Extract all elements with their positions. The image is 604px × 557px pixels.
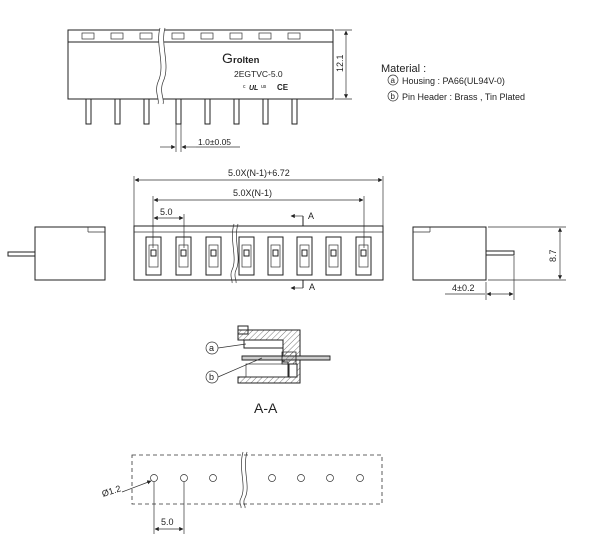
- pcb-break-left: [239, 451, 244, 509]
- pin-span-label: 5.0X(N-1): [233, 188, 272, 198]
- model-number: 2EGTVC-5.0: [234, 69, 283, 79]
- height-dimension-label: 12.1: [335, 54, 345, 72]
- section-marker-top: A: [308, 211, 314, 221]
- top-view: G rolten 2EGTVC-5.0 UL c us CE 12.1 1.0±…: [67, 27, 352, 152]
- material-housing: Housing : PA66(UL94V-0): [402, 76, 505, 86]
- top-rib-notches: [81, 32, 301, 40]
- material-pin-header: Pin Header : Brass , Tin Plated: [402, 92, 525, 102]
- pcb-break-right: [243, 451, 248, 509]
- housing-body-front: [67, 41, 334, 100]
- section-top-lip: [237, 325, 249, 335]
- section-pin-pocket: [288, 363, 298, 378]
- left-side-pin: [7, 251, 36, 257]
- break-line-left: [156, 27, 162, 105]
- svg-text:b: b: [391, 92, 396, 101]
- right-side-view: 8.7 4±0.2: [412, 226, 566, 300]
- right-side-pin: [485, 250, 515, 256]
- top-rib-strip: [67, 29, 334, 43]
- pcb-footprint-outline: [131, 454, 383, 505]
- section-marker-bottom: A: [309, 282, 315, 292]
- svg-text:a: a: [391, 76, 396, 85]
- section-pin-collar: [281, 351, 297, 365]
- pin-offset-label: 1.0±0.05: [198, 137, 231, 147]
- middle-view: 5.0X(N-1)+6.72 5.0X(N-1) 5.0 A: [133, 168, 384, 292]
- callout-b-icon: [387, 90, 399, 102]
- brand-initial: G: [222, 50, 233, 66]
- middle-break-left: [230, 223, 235, 284]
- pcb-hole-layout: Ø1.2 5.0: [101, 451, 383, 534]
- pitch-label: 5.0: [160, 207, 173, 217]
- callout-a-icon: [387, 74, 399, 86]
- side-height-label: 8.7: [548, 249, 558, 262]
- left-side-housing: [34, 226, 106, 281]
- svg-text:b: b: [209, 372, 214, 382]
- section-a-a-view: a b A-A: [205, 325, 331, 416]
- hole-diameter-label: Ø1.2: [101, 483, 123, 499]
- top-view-pins: [85, 98, 298, 125]
- section-cavity-bottom: [245, 363, 289, 378]
- total-length-label: 5.0X(N-1)+6.72: [228, 168, 290, 178]
- svg-text:c: c: [243, 84, 246, 90]
- pcb-holes: [150, 474, 364, 482]
- middle-break-right: [234, 223, 239, 284]
- svg-text:UL: UL: [249, 85, 258, 92]
- material-note: Material : a Housing : PA66(UL94V-0) b P…: [381, 63, 525, 102]
- section-cavity-top: [243, 339, 284, 349]
- left-side-view: [7, 226, 106, 281]
- svg-text:a: a: [209, 343, 214, 353]
- material-title: Material :: [381, 63, 426, 75]
- housing-body-bottom: [133, 225, 384, 281]
- section-title: A-A: [254, 400, 278, 416]
- break-line-right: [161, 27, 167, 105]
- pin-projection-label: 4±0.2: [452, 283, 474, 293]
- ce-mark-icon: CE: [277, 83, 289, 92]
- terminal-cavities: [145, 236, 372, 276]
- hole-diameter-leader: [121, 480, 152, 493]
- svg-text:us: us: [261, 84, 267, 90]
- ul-mark-icon: UL c us: [243, 84, 267, 92]
- brand-logo: rolten: [233, 55, 260, 66]
- hole-pitch-label: 5.0: [161, 517, 174, 527]
- right-side-housing: [412, 226, 487, 281]
